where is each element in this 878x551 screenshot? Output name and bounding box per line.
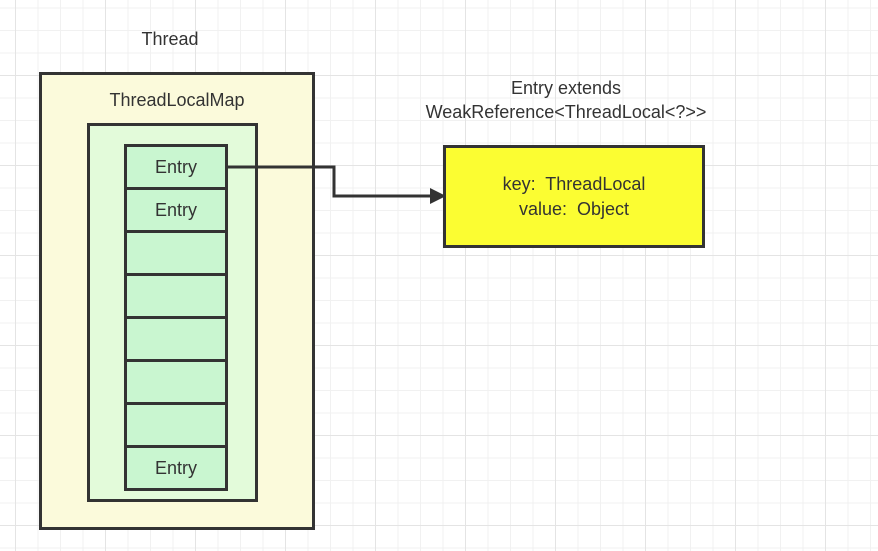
threadlocalmap-title: ThreadLocalMap (109, 90, 245, 110)
entry-cell: Entry (124, 187, 228, 233)
entry-cell (124, 316, 228, 362)
entry-detail-box: key: ThreadLocal value: Object (443, 145, 705, 248)
entry-cell: Entry (124, 144, 228, 190)
entry-extends-note-line2: WeakReference<ThreadLocal<?>> (425, 102, 707, 122)
entry-extends-note: Entry extends WeakReference<ThreadLocal<… (401, 76, 731, 124)
entry-table-container: Entry Entry Entry (87, 123, 258, 502)
entry-table: Entry Entry Entry (124, 144, 228, 491)
entry-cell (124, 402, 228, 448)
entry-cell (124, 359, 228, 405)
entry-cell (124, 273, 228, 319)
entry-cell (124, 230, 228, 276)
thread-label: Thread (141, 29, 199, 49)
entry-extends-note-line1: Entry extends (510, 78, 622, 98)
entry-cell: Entry (124, 445, 228, 491)
entry-key-text: key: ThreadLocal (502, 173, 646, 194)
entry-value-text: value: Object (518, 198, 630, 219)
